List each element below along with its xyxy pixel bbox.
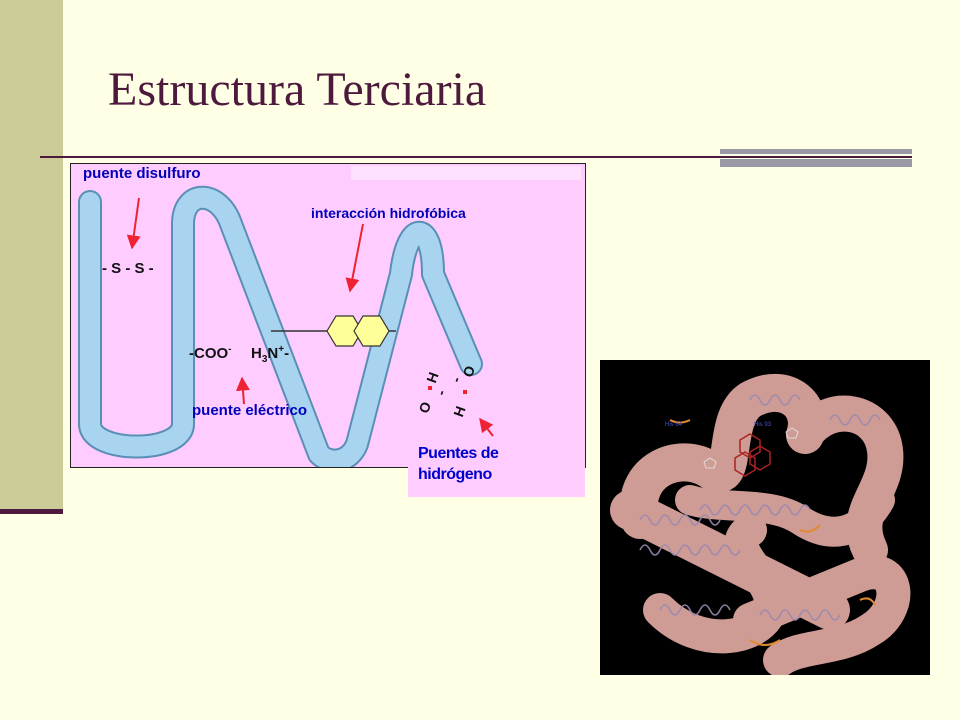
label-hydrogen-bonds: Puentes de hidrógeno	[418, 445, 499, 483]
helix-2	[749, 394, 801, 406]
ammonium-group: H3N+-	[251, 344, 289, 365]
protein-ribbon-svg: His 64 His 93	[610, 373, 911, 675]
heme-ring-2	[749, 445, 771, 471]
accent-2	[799, 524, 821, 533]
carboxylate-charge: -	[228, 344, 232, 355]
label-disulfide-bridge: puente disulfuro	[83, 165, 201, 182]
hydrophobic-ring-right	[353, 315, 390, 347]
his93-label: His 93	[754, 422, 772, 428]
carboxylate-text: -COO	[189, 345, 229, 362]
helix-5	[759, 609, 841, 621]
ammonium-charge: +	[278, 344, 285, 355]
helix-6	[639, 544, 741, 556]
myoglobin-3d-image: His 64 His 93	[600, 360, 930, 675]
slide-title: Estructura Terciaria	[108, 63, 487, 116]
title-divider	[40, 156, 912, 158]
his93-ring	[785, 427, 799, 439]
polypeptide-chain	[80, 187, 481, 467]
title-divider-accent-lower	[720, 159, 912, 167]
electric-bridge-arrow	[235, 376, 250, 405]
label-hydrophobic-interaction: interacción hidrofóbica	[311, 205, 466, 221]
heme-group	[734, 433, 771, 477]
accent-1	[669, 419, 691, 424]
helix-7	[699, 504, 811, 516]
title-divider-accent	[720, 149, 912, 154]
tertiary-structure-diagram: puente disulfuro interacción hidrofóbica…	[70, 163, 586, 468]
accent-3	[749, 639, 781, 646]
label-electric-bridge: puente eléctrico	[192, 402, 308, 419]
hydrophobic-arrow	[345, 223, 364, 293]
heme-ring-1	[739, 433, 761, 459]
sidebar-accent	[0, 509, 63, 514]
hbond-dot-right	[463, 390, 467, 394]
ammonium-n: N	[267, 345, 279, 362]
carboxylate-group: -COO-	[189, 344, 232, 363]
protein-tube-group	[610, 373, 911, 675]
sidebar-bar	[0, 0, 63, 512]
disulfide-bond-text: - S - S -	[102, 260, 154, 277]
hbond-dot-left	[428, 386, 432, 390]
heme-ring-3	[734, 451, 756, 477]
tube-segment-6	[675, 485, 895, 547]
protein-strand-group	[639, 394, 881, 621]
accent-4	[859, 597, 876, 606]
helix-1	[639, 514, 721, 526]
ammonium-subscript: 3	[261, 354, 268, 365]
his64-label: His 64	[665, 422, 683, 428]
ammonium-tail: -	[284, 345, 290, 362]
his64-ring	[703, 457, 717, 469]
helix-3	[829, 414, 881, 426]
helix-4	[659, 604, 731, 616]
label-panel-top	[351, 166, 581, 180]
protein-accent-group	[669, 419, 876, 646]
tube-segment-5	[733, 555, 911, 675]
ammonium-h: H	[251, 345, 262, 362]
hydrogen-bond-arrow	[479, 417, 494, 437]
chain-diagram-svg	[78, 166, 582, 467]
hydrogen-bonds-callout: Puentes de hidrógeno	[408, 440, 585, 497]
disulfide-arrow	[126, 197, 141, 250]
